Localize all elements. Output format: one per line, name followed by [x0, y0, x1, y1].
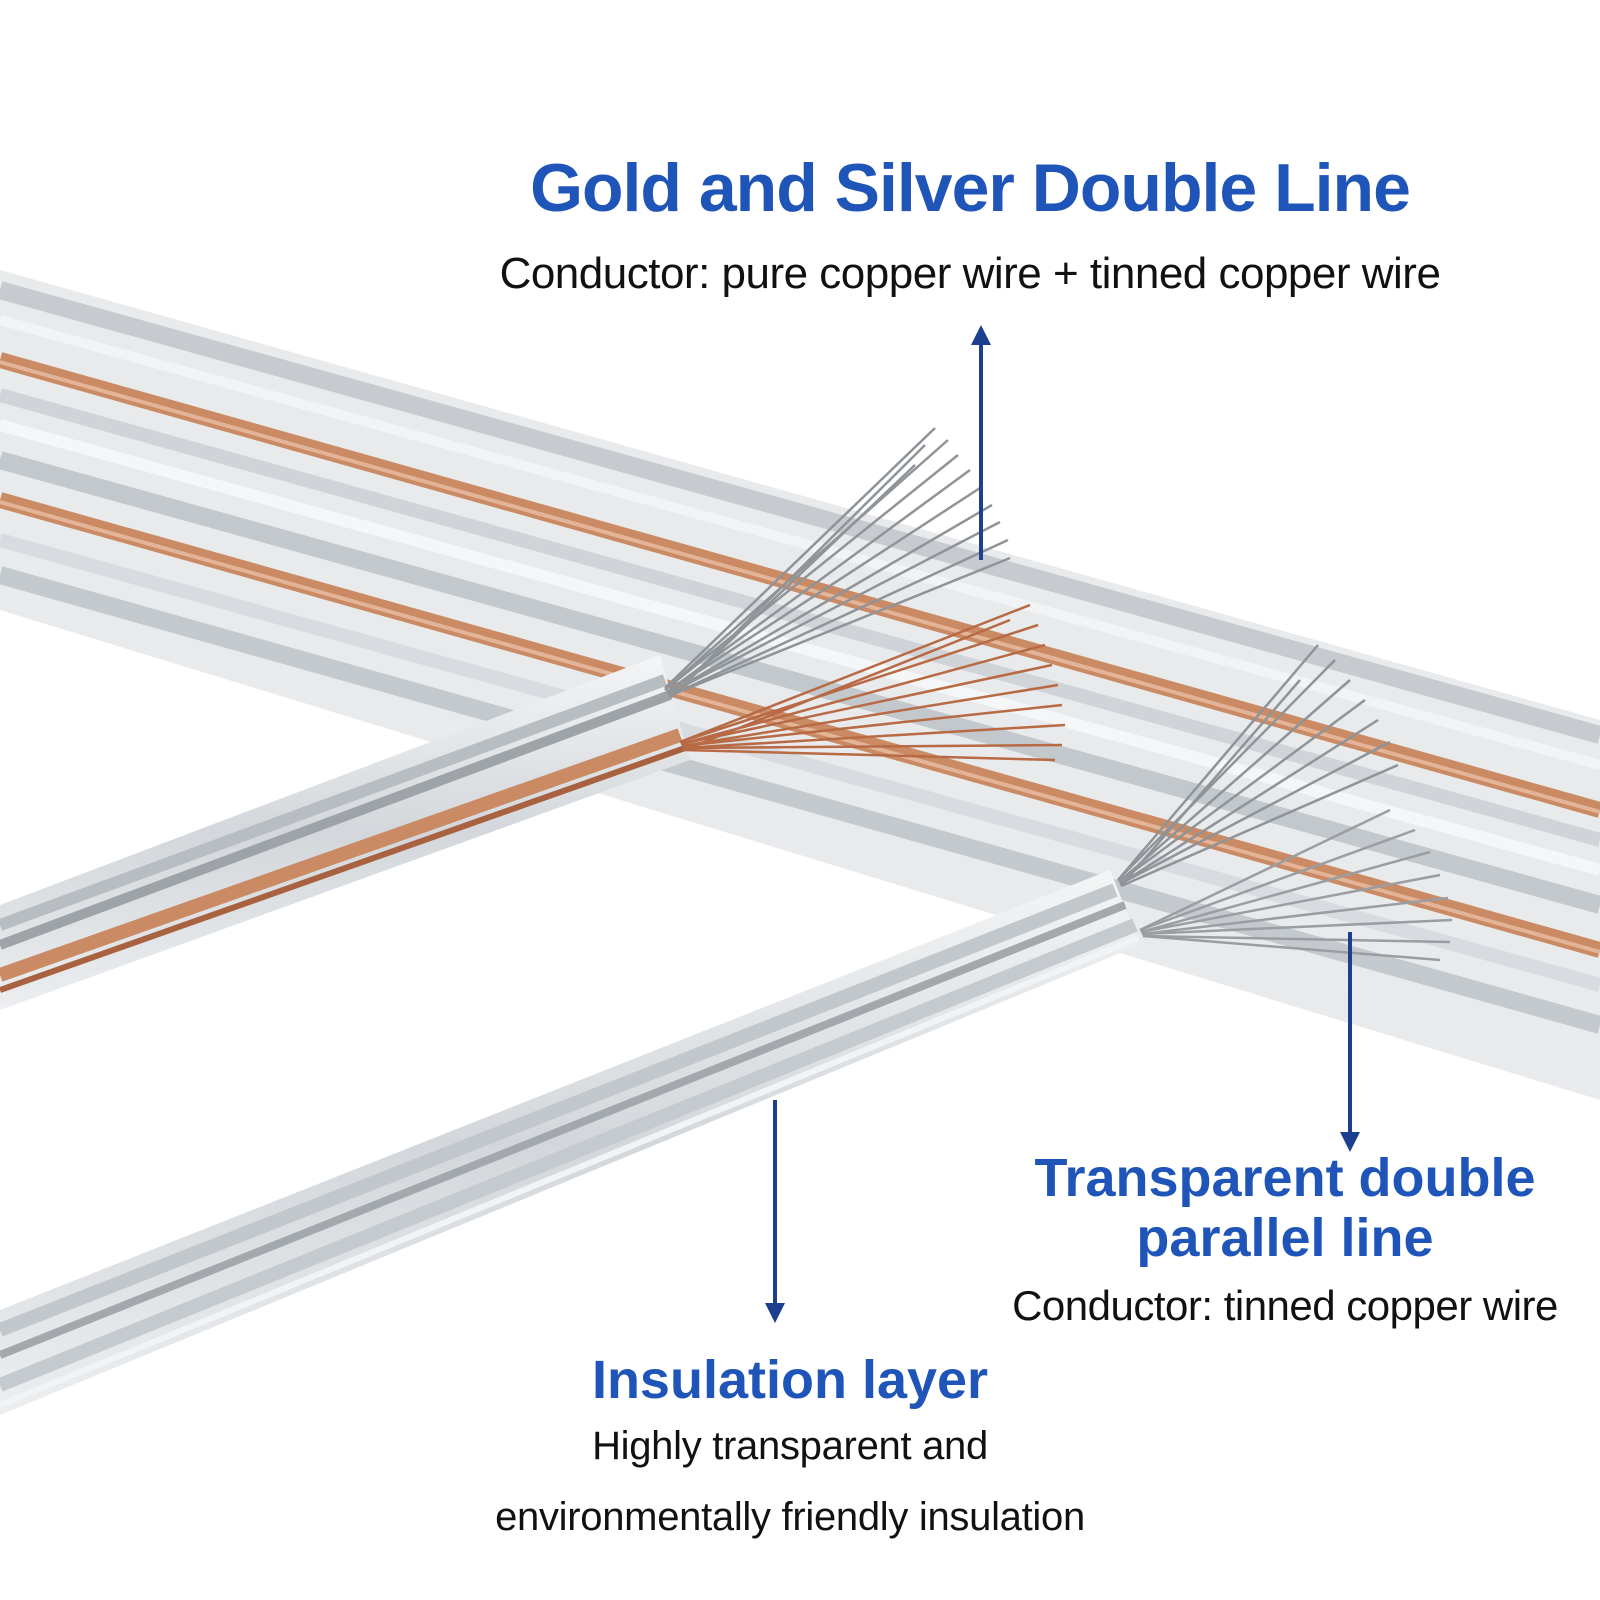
callout-transparent: Transparent double parallel line Conduct… [975, 1148, 1595, 1338]
callout-insulation: Insulation layer Highly transparent and … [420, 1350, 1160, 1552]
tinned-strands-right-lower [1139, 808, 1453, 962]
copper-strands [679, 603, 1066, 762]
background-cable-bundle [0, 270, 1600, 1100]
insulation-description-line2: environmentally friendly insulation [495, 1495, 1085, 1540]
gold-silver-heading: Gold and Silver Double Line [530, 150, 1411, 226]
insulation-heading: Insulation layer [591, 1350, 989, 1410]
transparent-description: Conductor: tinned copper wire [1012, 1281, 1558, 1329]
transparent-parallel-cable [0, 870, 1140, 1415]
gold-silver-description: Conductor: pure copper wire + tinned cop… [499, 249, 1441, 299]
transparent-heading-line2: parallel line [1136, 1208, 1434, 1269]
insulation-description-line1: Highly transparent and [592, 1424, 988, 1469]
tinned-strands-top [664, 427, 1011, 699]
gold-silver-cable [0, 655, 690, 1010]
tinned-strands-right-upper [1117, 644, 1399, 888]
callout-gold-silver: Gold and Silver Double Line Conductor: p… [440, 150, 1500, 308]
transparent-heading-line1: Transparent double [1034, 1148, 1536, 1208]
